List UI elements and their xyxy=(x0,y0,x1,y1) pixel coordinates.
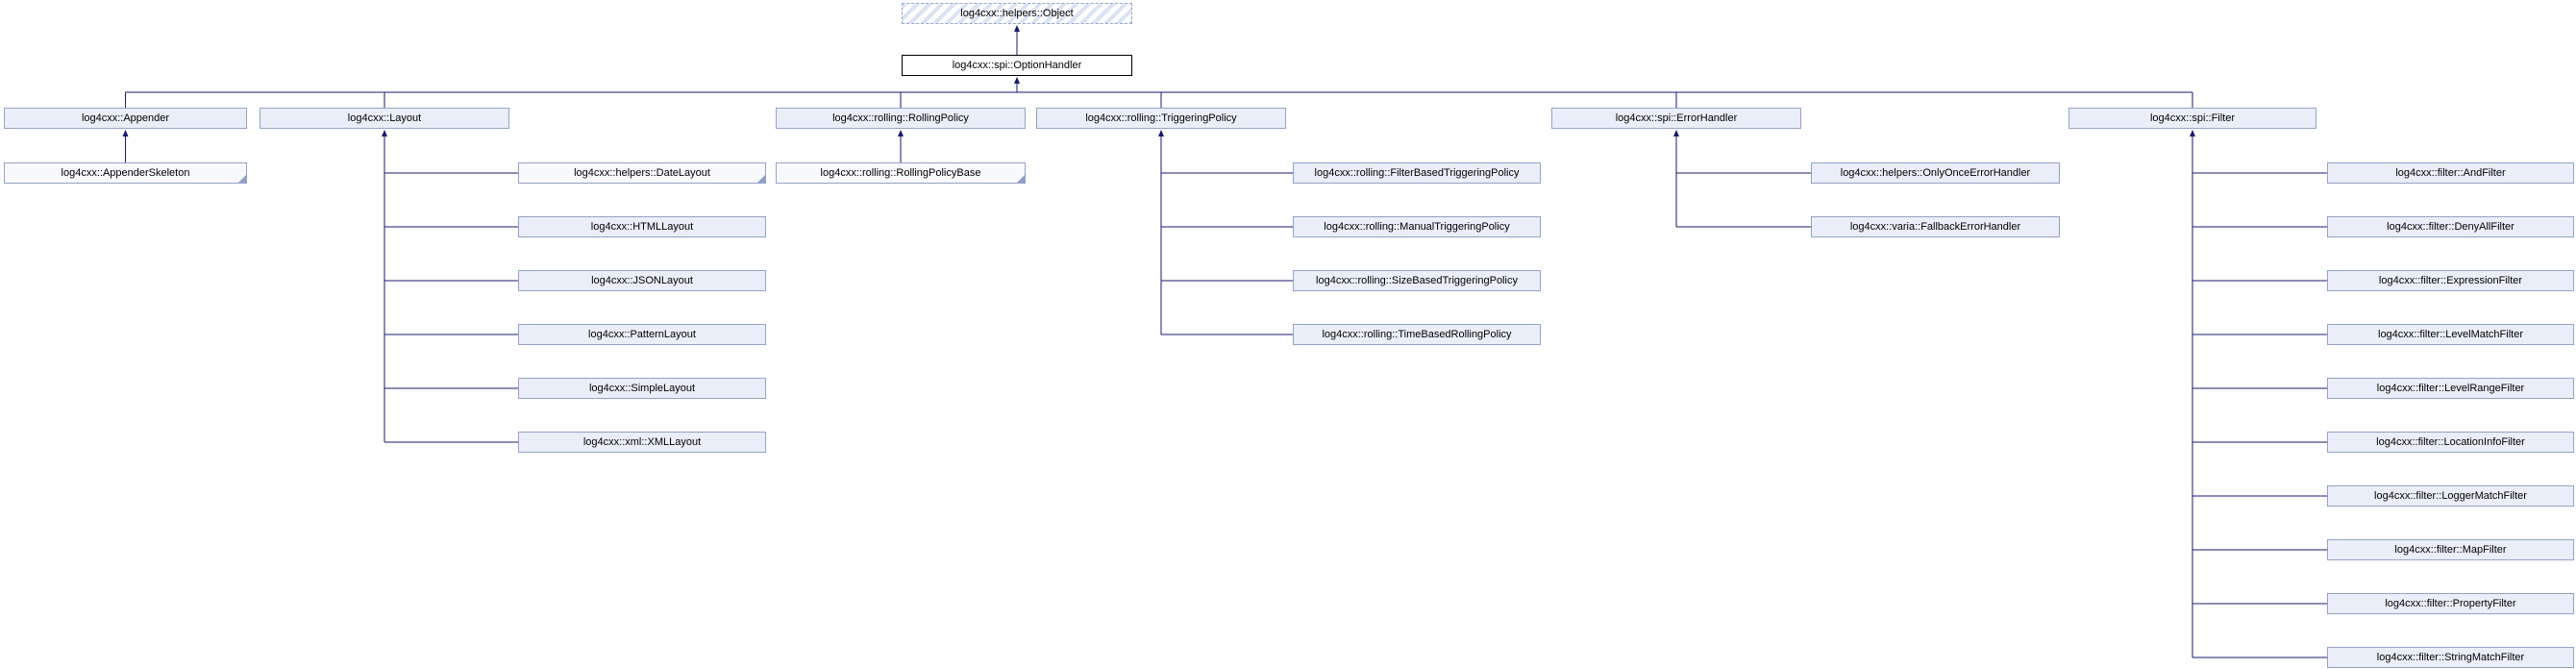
edge-optionhandler-to-object xyxy=(1014,25,1020,55)
class-label: log4cxx::JSONLayout xyxy=(591,274,693,286)
class-node-log4cxx-spi-errorhandler[interactable]: log4cxx::spi::ErrorHandler xyxy=(1551,108,1801,129)
class-node-log4cxx-helpers-datelayout[interactable]: log4cxx::helpers::DateLayout xyxy=(518,162,766,184)
class-label: log4cxx::helpers::Object xyxy=(960,7,1074,19)
class-label: log4cxx::rolling::RollingPolicyBase xyxy=(820,166,981,179)
class-label: log4cxx::SimpleLayout xyxy=(588,382,696,394)
class-label: log4cxx::spi::ErrorHandler xyxy=(1615,112,1738,124)
class-label: log4cxx::filter::AndFilter xyxy=(2395,166,2506,179)
class-node-log4cxx-rolling-triggeringpolicy[interactable]: log4cxx::rolling::TriggeringPolicy xyxy=(1036,108,1286,129)
class-node-log4cxx-patternlayout[interactable]: log4cxx::PatternLayout xyxy=(518,324,766,345)
class-label: log4cxx::PatternLayout xyxy=(588,328,696,340)
class-label: log4cxx::filter::LevelRangeFilter xyxy=(2376,382,2525,394)
class-node-log4cxx-rolling-rollingpolicybase[interactable]: log4cxx::rolling::RollingPolicyBase xyxy=(776,162,1026,184)
class-label: log4cxx::rolling::TimeBasedRollingPolicy xyxy=(1322,328,1512,340)
class-label: log4cxx::varia::FallbackErrorHandler xyxy=(1849,220,2021,233)
class-node-log4cxx-filter-loggermatchfilter[interactable]: log4cxx::filter::LoggerMatchFilter xyxy=(2327,485,2574,507)
class-node-log4cxx-filter-mapfilter[interactable]: log4cxx::filter::MapFilter xyxy=(2327,539,2574,560)
class-label: log4cxx::filter::LoggerMatchFilter xyxy=(2374,489,2527,502)
class-node-log4cxx-rolling-manualtriggeringpolicy[interactable]: log4cxx::rolling::ManualTriggeringPolicy xyxy=(1293,216,1541,237)
class-node-log4cxx-htmllayout[interactable]: log4cxx::HTMLLayout xyxy=(518,216,766,237)
class-node-log4cxx-spi-optionhandler[interactable]: log4cxx::spi::OptionHandler xyxy=(902,55,1132,76)
class-label: log4cxx::rolling::SizeBasedTriggeringPol… xyxy=(1316,274,1518,286)
class-node-log4cxx-layout[interactable]: log4cxx::Layout xyxy=(260,108,509,129)
class-label: log4cxx::filter::PropertyFilter xyxy=(2385,597,2516,609)
class-label: log4cxx::rolling::FilterBasedTriggeringP… xyxy=(1314,166,1520,179)
class-label: log4cxx::filter::MapFilter xyxy=(2394,543,2507,556)
class-label: log4cxx::filter::LevelMatchFilter xyxy=(2378,328,2523,340)
edge-children-of-log4cxx-spi-filter xyxy=(2190,130,2327,658)
edge-children-of-log4cxx-rolling-triggeringpolicy xyxy=(1158,130,1293,335)
edge-children-of-log4cxx-layout xyxy=(382,130,518,443)
class-label: log4cxx::Layout xyxy=(347,112,422,124)
class-label: log4cxx::rolling::TriggeringPolicy xyxy=(1085,112,1237,124)
class-label: log4cxx::filter::StringMatchFilter xyxy=(2376,651,2525,663)
class-node-log4cxx-rolling-filterbasedtriggeringpolicy[interactable]: log4cxx::rolling::FilterBasedTriggeringP… xyxy=(1293,162,1541,184)
class-label: log4cxx::spi::OptionHandler xyxy=(952,59,1082,71)
class-label: log4cxx::HTMLLayout xyxy=(590,220,694,233)
class-label: log4cxx::xml::XMLLayout xyxy=(582,435,702,448)
class-node-log4cxx-filter-expressionfilter[interactable]: log4cxx::filter::ExpressionFilter xyxy=(2327,270,2574,291)
edge-children-of-log4cxx-appender xyxy=(122,130,129,162)
class-node-log4cxx-helpers-onlyonceerrorhandler[interactable]: log4cxx::helpers::OnlyOnceErrorHandler xyxy=(1811,162,2060,184)
class-label: log4cxx::helpers::OnlyOnceErrorHandler xyxy=(1840,166,2031,179)
class-node-log4cxx-appenderskeleton[interactable]: log4cxx::AppenderSkeleton xyxy=(4,162,247,184)
class-node-log4cxx-rolling-rollingpolicy[interactable]: log4cxx::rolling::RollingPolicy xyxy=(776,108,1026,129)
class-node-log4cxx-spi-filter[interactable]: log4cxx::spi::Filter xyxy=(2068,108,2316,129)
edge-interfaces-to-optionhandler xyxy=(125,77,2193,108)
class-label: log4cxx::helpers::DateLayout xyxy=(574,166,710,179)
class-node-log4cxx-jsonlayout[interactable]: log4cxx::JSONLayout xyxy=(518,270,766,291)
class-node-log4cxx-rolling-sizebasedtriggeringpolicy[interactable]: log4cxx::rolling::SizeBasedTriggeringPol… xyxy=(1293,270,1541,291)
class-node-log4cxx-rolling-timebasedrollingpolicy[interactable]: log4cxx::rolling::TimeBasedRollingPolicy xyxy=(1293,324,1541,345)
class-label: log4cxx::rolling::RollingPolicy xyxy=(832,112,969,124)
class-label: log4cxx::filter::ExpressionFilter xyxy=(2378,274,2523,286)
edge-children-of-log4cxx-spi-errorhandler xyxy=(1673,130,1811,228)
class-node-log4cxx-filter-stringmatchfilter[interactable]: log4cxx::filter::StringMatchFilter xyxy=(2327,647,2574,668)
class-node-log4cxx-filter-andfilter[interactable]: log4cxx::filter::AndFilter xyxy=(2327,162,2574,184)
edge-children-of-log4cxx-rolling-rollingpolicy xyxy=(898,130,904,162)
class-node-log4cxx-filter-locationinfofilter[interactable]: log4cxx::filter::LocationInfoFilter xyxy=(2327,432,2574,453)
class-node-log4cxx-appender[interactable]: log4cxx::Appender xyxy=(4,108,247,129)
class-node-log4cxx-helpers-object[interactable]: log4cxx::helpers::Object xyxy=(902,3,1132,24)
class-node-log4cxx-filter-denyallfilter[interactable]: log4cxx::filter::DenyAllFilter xyxy=(2327,216,2574,237)
class-label: log4cxx::rolling::ManualTriggeringPolicy xyxy=(1324,220,1510,233)
class-node-log4cxx-filter-levelrangefilter[interactable]: log4cxx::filter::LevelRangeFilter xyxy=(2327,378,2574,399)
class-node-log4cxx-filter-propertyfilter[interactable]: log4cxx::filter::PropertyFilter xyxy=(2327,593,2574,614)
class-node-log4cxx-simplelayout[interactable]: log4cxx::SimpleLayout xyxy=(518,378,766,399)
class-label: log4cxx::spi::Filter xyxy=(2149,112,2236,124)
class-label: log4cxx::filter::DenyAllFilter xyxy=(2387,220,2514,233)
class-node-log4cxx-varia-fallbackerrorhandler[interactable]: log4cxx::varia::FallbackErrorHandler xyxy=(1811,216,2060,237)
class-label: log4cxx::AppenderSkeleton xyxy=(61,166,190,179)
class-node-log4cxx-xml-xmllayout[interactable]: log4cxx::xml::XMLLayout xyxy=(518,432,766,453)
class-label: log4cxx::filter::LocationInfoFilter xyxy=(2376,435,2525,448)
class-node-log4cxx-filter-levelmatchfilter[interactable]: log4cxx::filter::LevelMatchFilter xyxy=(2327,324,2574,345)
class-label: log4cxx::Appender xyxy=(81,112,170,124)
